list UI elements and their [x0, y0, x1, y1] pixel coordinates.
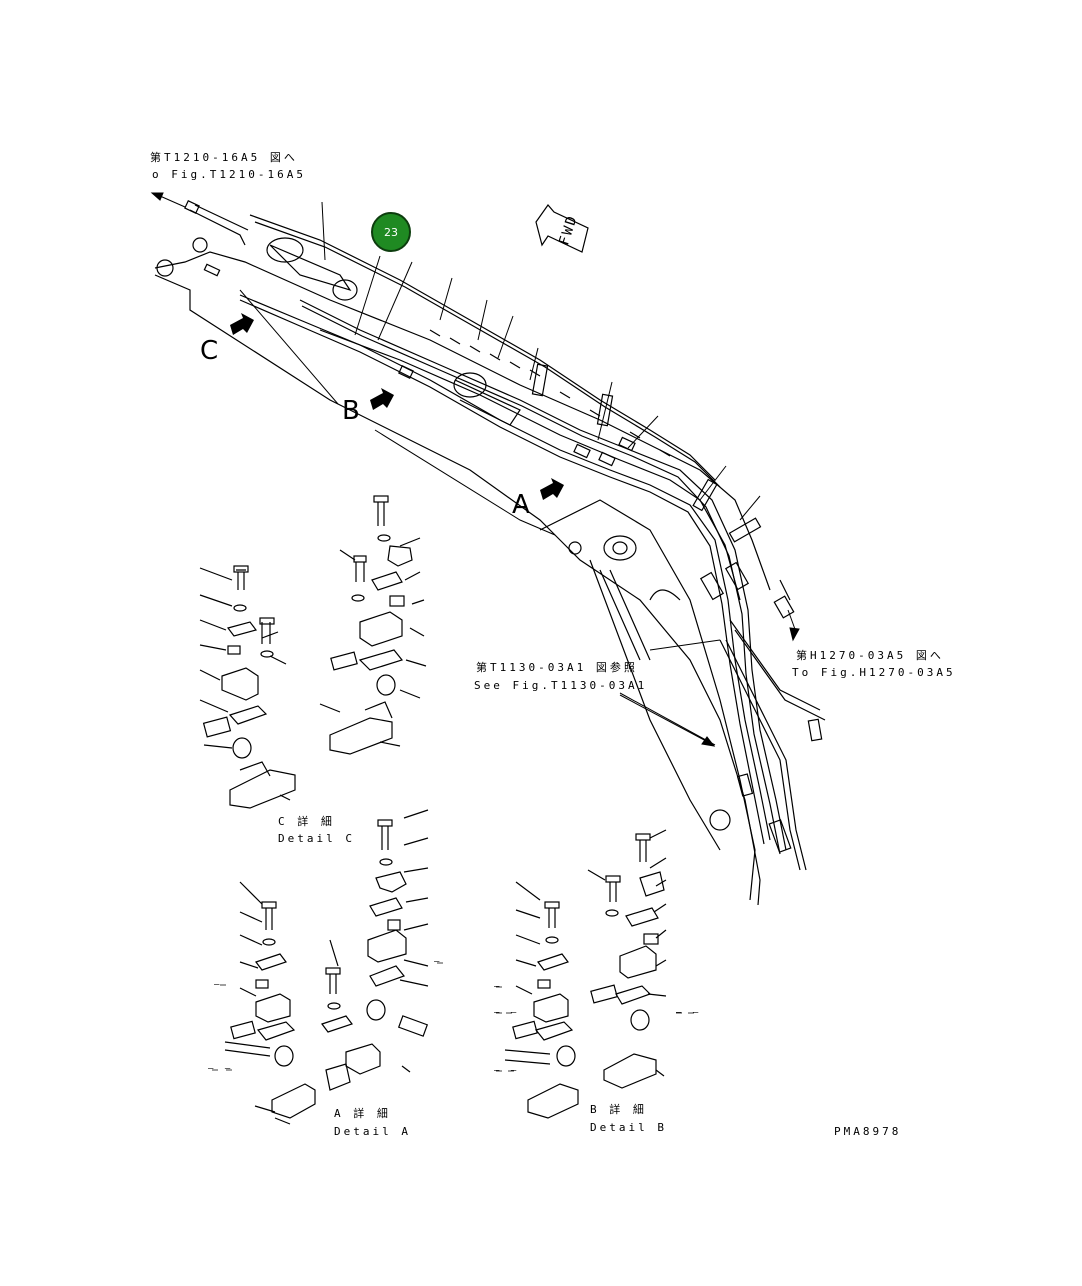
view-a-label: A	[512, 490, 530, 520]
view-b-arrow-icon	[370, 388, 394, 410]
detail-b-jp-label: B 詳 細	[590, 1103, 647, 1116]
boom-assembly	[154, 200, 826, 906]
ref-mid-jp-label: 第T1130-03A1 図参照	[476, 661, 638, 674]
dash-mark: – –	[494, 1066, 520, 1076]
dash-mark: –	[434, 957, 443, 967]
view-arrows	[230, 313, 564, 500]
ref-arrow-mid-icon	[701, 736, 716, 747]
view-a-arrow-icon	[540, 478, 564, 500]
dash-mark: – –	[208, 1064, 234, 1074]
view-b-label: B	[342, 396, 360, 426]
drawing-number: PMA8978	[834, 1125, 902, 1138]
detail-c-jp-label: C 詳 細	[278, 815, 335, 828]
detail-b-parts	[504, 829, 667, 1119]
ref-right-jp-label: 第H1270-03A5 図へ	[796, 649, 944, 662]
index-marks	[212, 962, 694, 1072]
ref-mid-en-label: See Fig.T1130-03A1	[474, 679, 648, 692]
reference-arrows	[150, 192, 800, 747]
detail-a-en-label: Detail A	[334, 1125, 411, 1138]
detail-c-en-label: Detail C	[278, 832, 355, 845]
part-leader-lines	[239, 201, 761, 746]
part-callout-23[interactable]: 23	[371, 212, 411, 252]
ref-arrow-right-icon	[789, 627, 800, 642]
view-c-arrow-icon	[230, 313, 254, 335]
dash-mark: –	[214, 980, 223, 990]
ref-top-en-label: o Fig.T1210-16A5	[152, 168, 306, 181]
ref-arrow-top-icon	[150, 192, 164, 201]
detail-b-en-label: Detail B	[590, 1121, 667, 1134]
detail-a-jp-label: A 詳 細	[334, 1107, 391, 1120]
view-c-label: C	[200, 336, 219, 366]
detail-a-parts	[224, 809, 429, 1125]
dash-mark: – –	[494, 1008, 520, 1018]
ref-top-jp-label: 第T1210-16A5 図へ	[150, 151, 298, 164]
ref-right-en-label: To Fig.H1270-03A5	[792, 666, 956, 679]
dash-mark: –	[494, 982, 503, 992]
dash-mark: – –	[676, 1008, 702, 1018]
fwd-arrow-icon	[535, 204, 589, 253]
detail-c-parts	[199, 495, 427, 809]
